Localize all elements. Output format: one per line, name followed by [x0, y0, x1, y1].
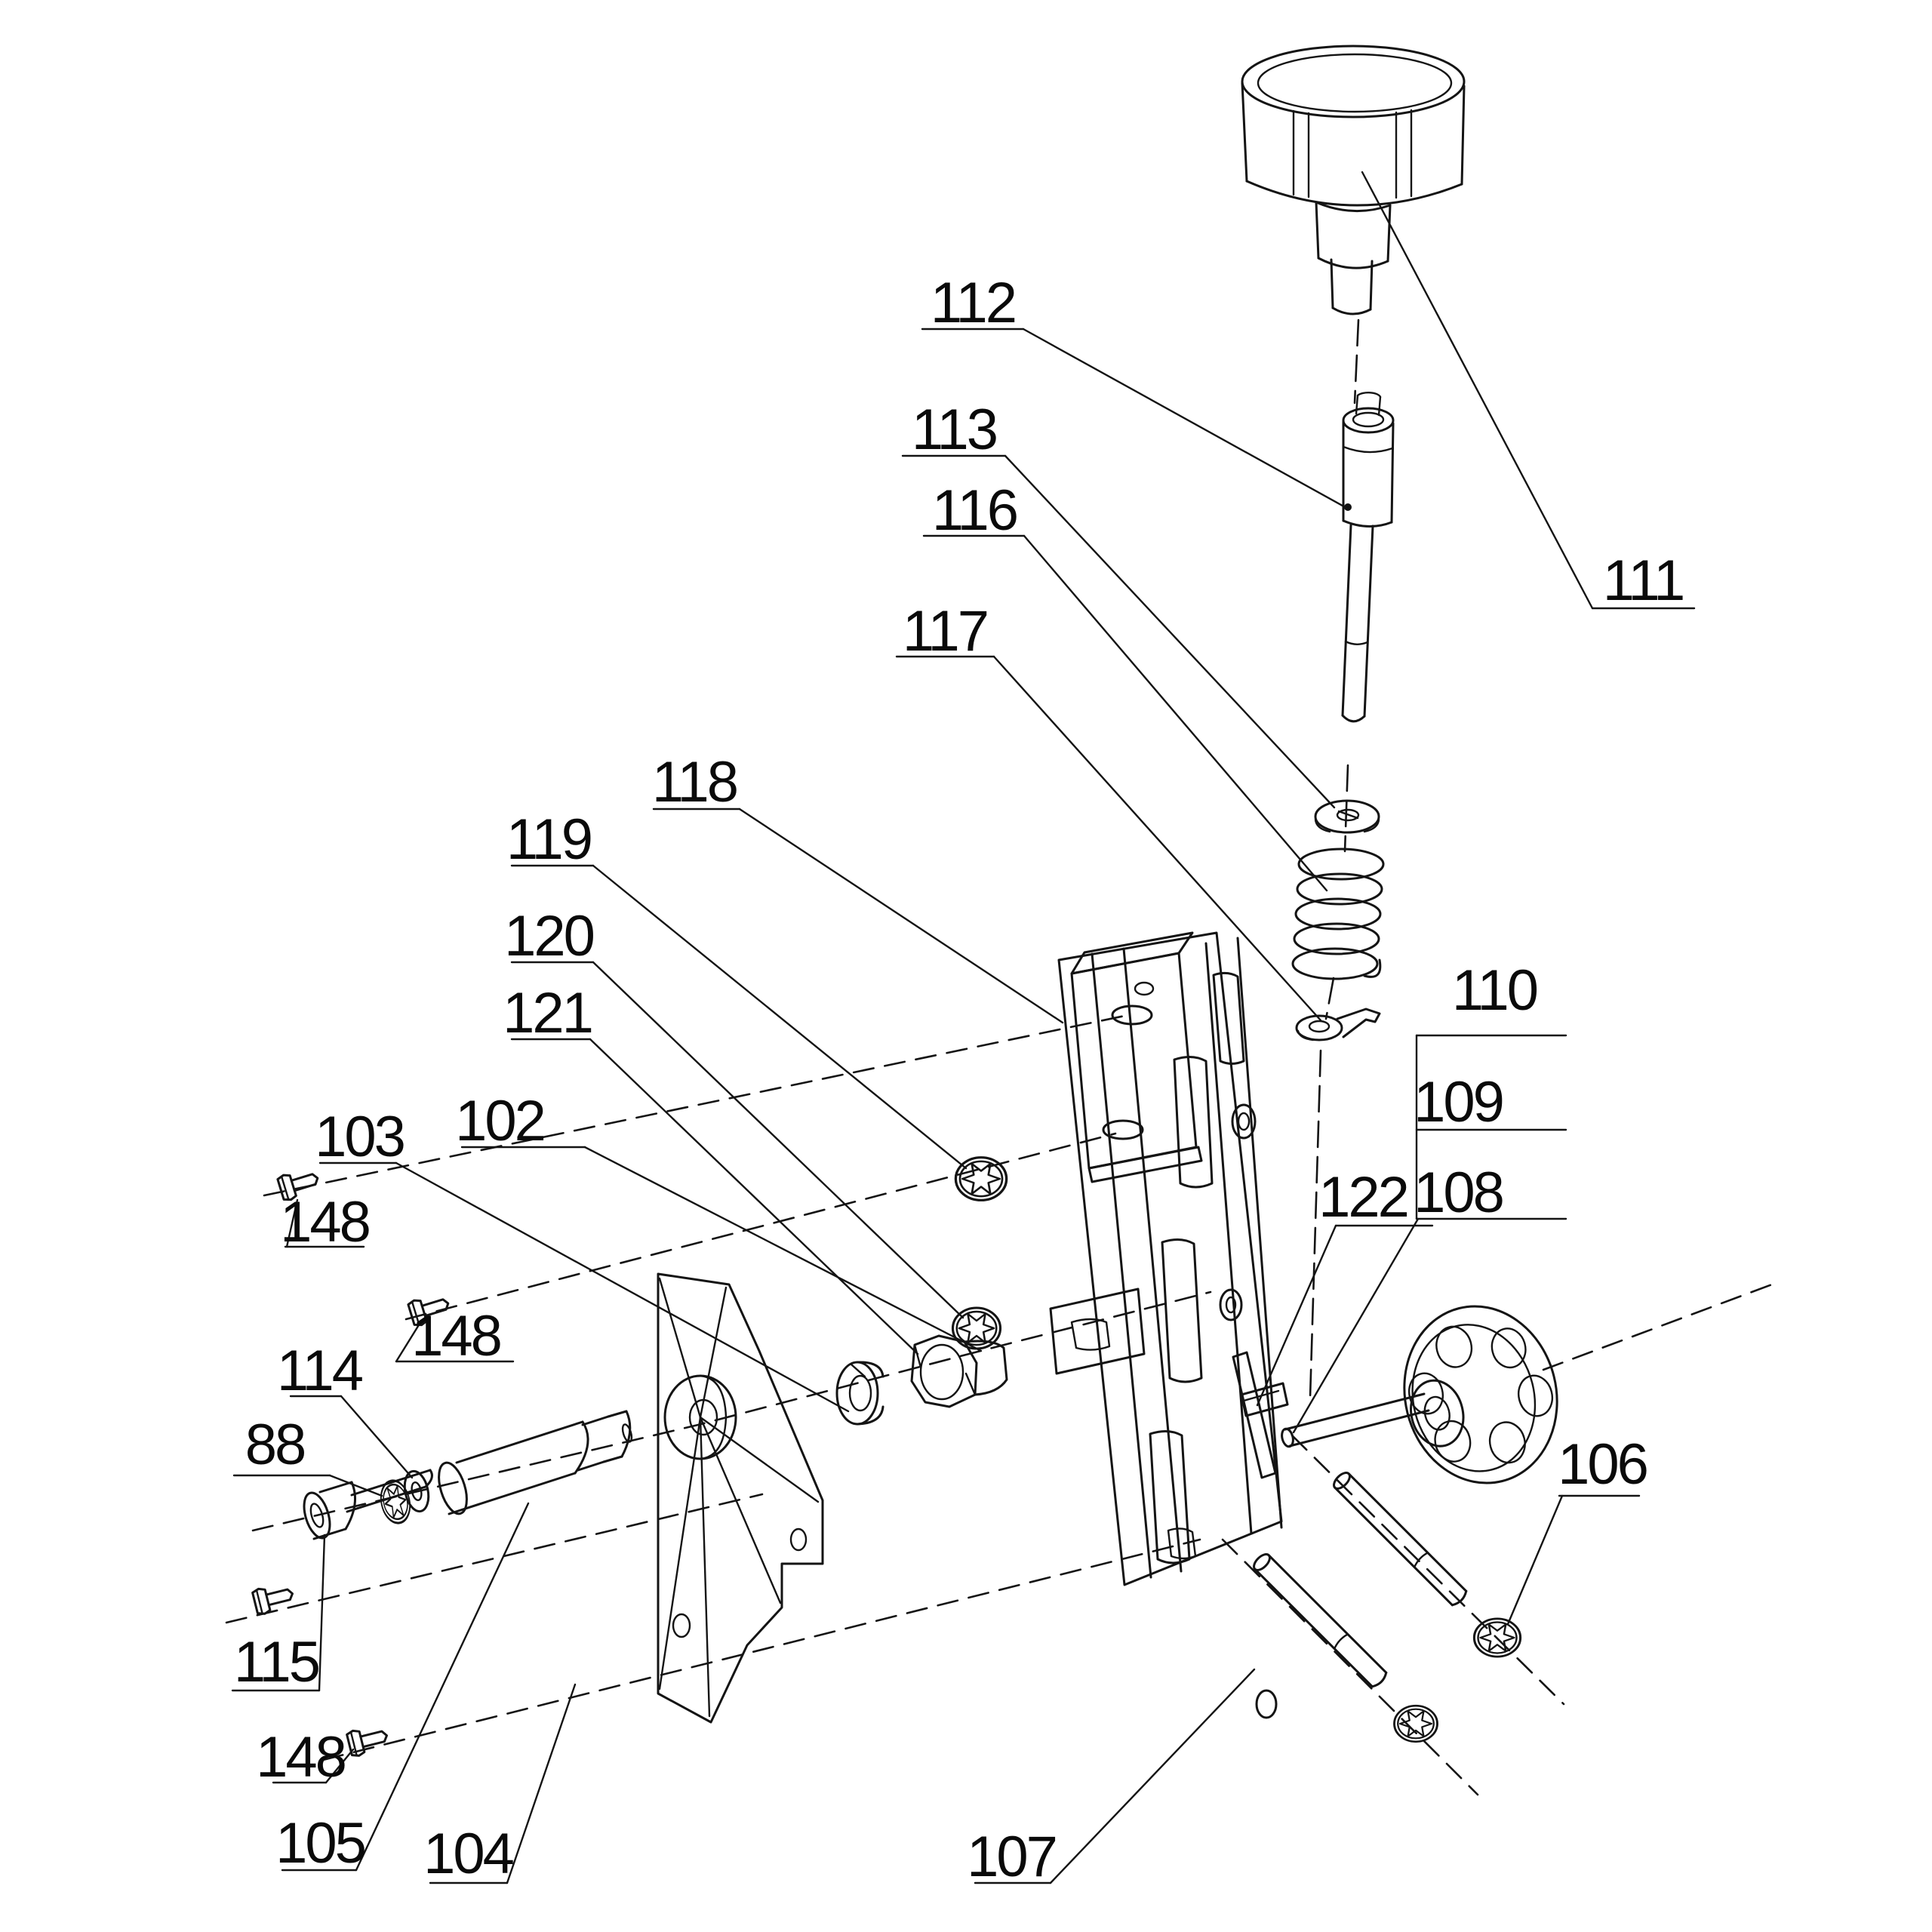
leader-106: [1506, 1494, 1564, 1626]
part-handwheel-108-109-110: [1281, 1305, 1558, 1484]
part-spring-116: [1291, 848, 1385, 980]
part-label-148b: 148: [411, 1304, 500, 1368]
part-label-115: 115: [234, 1630, 319, 1694]
part-bushing-102: [963, 1340, 1008, 1396]
part-spacer-105: [438, 1410, 633, 1515]
part-label-106: 106: [1558, 1432, 1647, 1497]
part-label-116: 116: [932, 478, 1017, 543]
part-pin-107-b: [1250, 1550, 1390, 1690]
part-label-102: 102: [455, 1089, 544, 1153]
leader-122: [1256, 1224, 1337, 1407]
part-pin-107-a: [1330, 1469, 1470, 1609]
part-label-114: 114: [277, 1339, 363, 1403]
part-label-111: 111: [1603, 549, 1684, 613]
axis-pin-b: [1221, 1538, 1479, 1796]
leader-102: [583, 1146, 983, 1352]
part-knob-111: [1241, 45, 1466, 315]
axis-plate-bolt: [225, 1493, 764, 1624]
leader-lines: [285, 171, 1594, 1884]
part-ring-106-b: [1393, 1704, 1438, 1743]
part-plate-104: [657, 1272, 824, 1724]
axis-handwheel: [1542, 1283, 1774, 1371]
part-label-105: 105: [275, 1811, 365, 1875]
part-label-113: 113: [912, 398, 996, 462]
leader-108-109-110: [1292, 1217, 1420, 1434]
leader-116: [1023, 534, 1328, 892]
part-label-118: 118: [652, 750, 737, 814]
part-label-148a: 148: [280, 1190, 369, 1254]
part-latch-117: [1295, 1008, 1381, 1041]
leader-148b: [395, 1322, 421, 1363]
part-label-109: 109: [1414, 1070, 1503, 1134]
part-label-104: 104: [423, 1822, 514, 1886]
part-label-148c: 148: [256, 1725, 345, 1789]
part-screw-115: [303, 1469, 433, 1540]
leader-120: [592, 961, 964, 1319]
part-labels: 111 112 113 116 117 118 119 120 121 103 …: [234, 271, 1685, 1889]
leader-119: [592, 864, 968, 1170]
vertical-centerline: [1309, 318, 1360, 1399]
part-split-washer-103: [835, 1361, 884, 1426]
leader-104: [506, 1683, 577, 1884]
axis-upper-bolt: [263, 1013, 1134, 1197]
axis-middle-bolt: [405, 1132, 1117, 1321]
leader-118: [738, 808, 1064, 1024]
leader-111: [1361, 171, 1594, 610]
leader-103: [395, 1161, 850, 1413]
leader-88: [328, 1474, 383, 1497]
part-bracket-118: [1049, 931, 1283, 1719]
part-label-121: 121: [503, 981, 592, 1045]
leader-114: [340, 1395, 414, 1479]
leader-148a: [285, 1198, 299, 1248]
leader-112: [1022, 328, 1349, 510]
part-label-88: 88: [245, 1413, 305, 1477]
part-label-108: 108: [1414, 1161, 1503, 1225]
leader-107: [1049, 1668, 1256, 1884]
part-label-117: 117: [903, 599, 987, 663]
part-label-119: 119: [506, 808, 591, 872]
part-label-120: 120: [504, 904, 594, 968]
part-label-107: 107: [967, 1825, 1056, 1889]
leader-117: [992, 655, 1322, 1022]
leader-148c: [325, 1748, 355, 1784]
assembly-axes: [225, 1013, 1774, 1796]
axis-pin-a: [1291, 1434, 1565, 1706]
part-washer-114: [403, 1469, 430, 1513]
leader-113: [1004, 454, 1336, 809]
part-label-112: 112: [931, 271, 1015, 335]
axis-main-shaft: [251, 1291, 1212, 1532]
leader-105: [355, 1502, 530, 1872]
part-label-122: 122: [1318, 1165, 1407, 1229]
leader-121: [589, 1038, 919, 1355]
part-label-103: 103: [315, 1105, 404, 1169]
part-star-ring-119: [954, 1155, 1008, 1202]
part-washer-113: [1314, 799, 1380, 834]
leader-115: [318, 1534, 326, 1692]
label-underlines: [231, 328, 1696, 1884]
axis-lower-bolt: [321, 1538, 1201, 1761]
part-shaft-112: [1341, 392, 1395, 723]
part-label-110: 110: [1452, 958, 1537, 1023]
part-nut-121: [910, 1334, 1008, 1408]
